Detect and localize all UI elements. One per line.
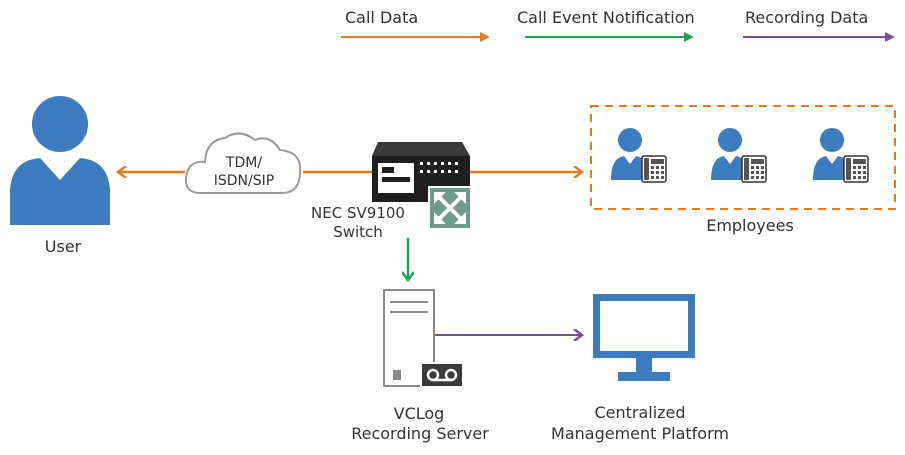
legend-call-event-label: Call Event Notification [517,8,695,27]
person-icon [10,96,110,225]
employees-group-border [590,105,896,210]
legend-recording-data-label: Recording Data [745,8,868,27]
platform-node: Centralized Management Platform [551,294,729,443]
switch-label-line2: Switch [333,223,383,241]
employee-phone-icon [812,127,869,183]
legend-call-data: Call Data [341,8,490,42]
cloud-node: TDM/ ISDN/SIP [184,132,302,194]
monitor-icon [593,294,695,381]
employee-phone-icon [710,127,767,183]
server-icon [383,289,464,388]
employees-node: Employees [590,105,896,235]
legend-call-data-label: Call Data [345,8,418,27]
server-label-line1: VCLog [394,404,445,423]
server-node: VCLog Recording Server [351,289,489,443]
switch-label-line1: NEC SV9100 [311,204,405,222]
switch-node: NEC SV9100 Switch [311,142,472,241]
cloud-label-line2: ISDN/SIP [214,173,274,189]
employees-label: Employees [706,216,794,235]
employee-phone-icon [610,127,667,183]
legend: Call Data Call Event Notification Record… [341,8,895,42]
user-node: User [10,96,110,256]
platform-label-line1: Centralized [594,403,685,422]
switch-icon [372,142,472,230]
legend-recording-data: Recording Data [743,8,895,42]
platform-label-line2: Management Platform [551,424,729,443]
user-label: User [45,237,82,256]
cloud-icon [184,132,302,194]
tape-icon [420,362,464,388]
server-label-line2: Recording Server [351,424,489,443]
legend-call-event: Call Event Notification [517,8,695,42]
cloud-label-line1: TDM/ [225,155,262,171]
